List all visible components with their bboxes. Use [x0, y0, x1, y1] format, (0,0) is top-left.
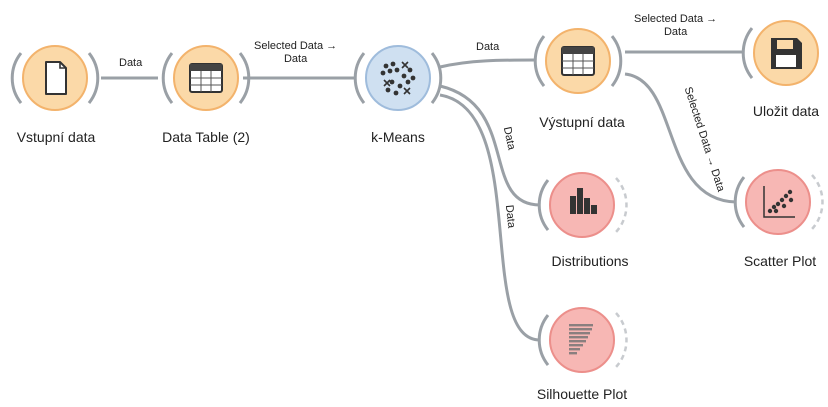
node-label-ulozit: Uložit data	[752, 103, 820, 119]
bar-chart-icon	[570, 188, 597, 214]
link-label-vystupni-ulozit: Selected Data → Data	[634, 13, 717, 39]
node-label-vystupni: Výstupní data	[539, 114, 625, 130]
link-vystupni-scatter[interactable]	[624, 72, 737, 204]
node-label-scatter: Scatter Plot	[743, 253, 817, 269]
node-datatable2[interactable]	[161, 45, 251, 111]
table-icon	[189, 63, 223, 93]
table-icon	[561, 46, 595, 76]
link-kmeans-vystupni[interactable]	[439, 58, 537, 69]
link-label-line: Selected Data →	[254, 40, 338, 52]
node-label-kmeans: k-Means	[371, 129, 425, 145]
node-vstupni[interactable]	[10, 45, 100, 111]
scatter-icon	[763, 186, 795, 218]
link-label-line: Selected Data →	[634, 13, 718, 25]
node-kmeans[interactable]	[353, 45, 443, 111]
link-label-datatable-kmeans: Selected Data → Data	[254, 40, 337, 66]
node-ulozit[interactable]	[741, 20, 819, 86]
file-icon	[45, 61, 67, 95]
node-label-datatable2: Data Table (2)	[162, 129, 250, 145]
link-kmeans-distributions[interactable]	[439, 84, 541, 207]
link-label-vstupni-datatable: Data	[119, 57, 143, 69]
node-label-distributions: Distributions	[551, 253, 629, 269]
link-label-kmeans-vystupni: Data	[476, 41, 500, 53]
link-label-line: Data	[663, 26, 688, 38]
link-kmeans-silhouette[interactable]	[439, 93, 541, 342]
node-vystupni[interactable]	[533, 28, 623, 94]
node-label-silhouette: Silhouette Plot	[536, 386, 628, 402]
node-scatter[interactable]	[733, 169, 824, 235]
silhouette-icon	[569, 324, 593, 355]
save-icon	[771, 38, 802, 69]
link-label-kmeans-silhouette: Data	[502, 204, 518, 229]
node-distributions[interactable]	[537, 172, 628, 238]
kmeans-icon	[380, 61, 416, 96]
node-silhouette[interactable]	[537, 307, 628, 373]
node-label-vstupni: Vstupní data	[16, 129, 96, 145]
link-label-line: Data	[283, 53, 308, 65]
